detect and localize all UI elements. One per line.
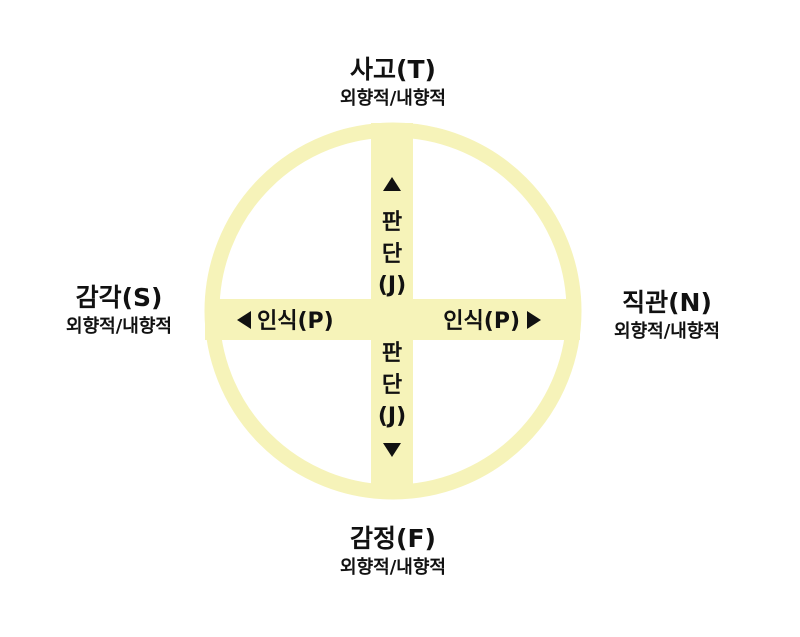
arrow-right-icon (527, 311, 541, 329)
intuition-title: 직관(N) (622, 288, 712, 317)
judging-top-char2: 단 (382, 242, 402, 267)
judging-top-char1: 판 (382, 210, 402, 235)
feeling-label: 감정(F) 외향적/내향적 (300, 524, 486, 578)
horizontal-axis-bar (205, 299, 580, 340)
feeling-title: 감정(F) (350, 524, 436, 553)
judging-bottom-code: (J) (378, 404, 406, 429)
arrow-left-icon (237, 311, 251, 329)
thinking-title: 사고(T) (350, 55, 436, 84)
judging-top-code: (J) (378, 273, 406, 298)
arrow-up-icon (383, 177, 401, 191)
arrow-down-icon (383, 443, 401, 457)
intuition-label: 직관(N) 외향적/내향적 (574, 288, 760, 342)
perceiving-left-label: 인식(P) (257, 309, 334, 334)
judging-bottom-char1: 판 (382, 341, 402, 366)
sensing-label: 감각(S) 외향적/내향적 (26, 283, 212, 337)
sensing-title: 감각(S) (75, 283, 163, 312)
judging-bottom-char2: 단 (382, 373, 402, 398)
perceiving-right-label: 인식(P) (443, 309, 520, 334)
sensing-subtitle: 외향적/내향적 (66, 315, 172, 337)
feeling-subtitle: 외향적/내향적 (340, 556, 446, 578)
intuition-subtitle: 외향적/내향적 (614, 320, 720, 342)
thinking-label: 사고(T) 외향적/내향적 (300, 55, 486, 109)
thinking-subtitle: 외향적/내향적 (340, 87, 446, 109)
